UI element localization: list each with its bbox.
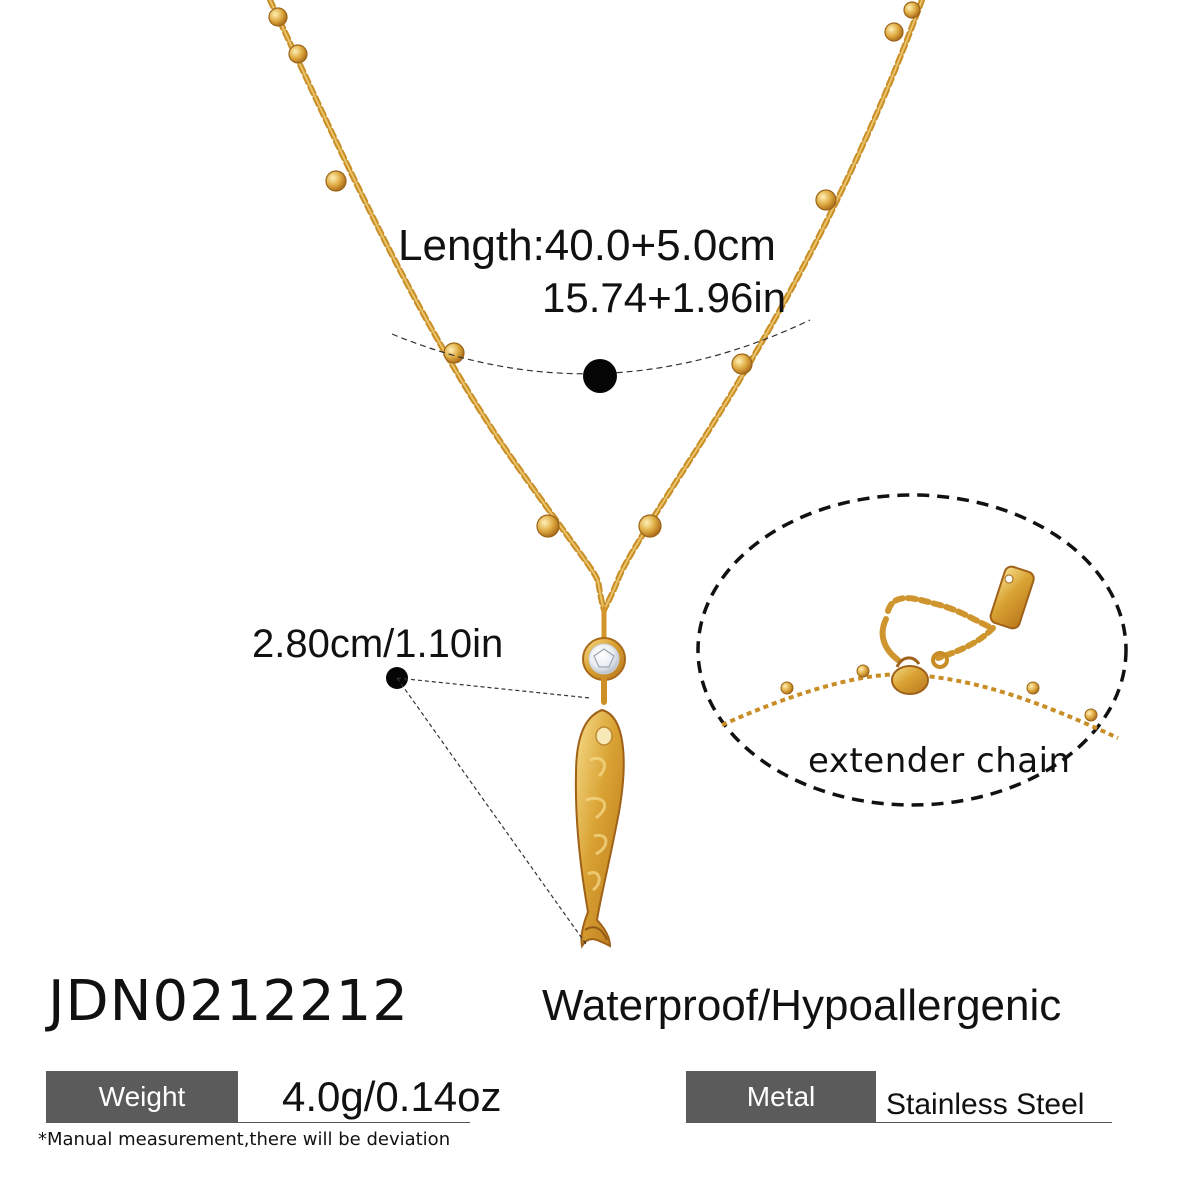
metal-value: Stainless Steel bbox=[886, 1088, 1085, 1121]
product-features: Waterproof/Hypoallergenic bbox=[542, 981, 1062, 1030]
length-measurement-inches: 15.74+1.96in bbox=[542, 274, 787, 321]
weight-underline bbox=[238, 1122, 470, 1123]
main-chain bbox=[267, 0, 925, 613]
extender-chain-detail bbox=[721, 565, 1119, 740]
measurement-disclaimer: *Manual measurement,there will be deviat… bbox=[38, 1129, 451, 1150]
length-measurement: Length:40.0+5.0cm bbox=[398, 221, 776, 270]
chain-beads bbox=[268, 1, 921, 538]
fish-pendant bbox=[574, 708, 625, 949]
extender-inset-outline bbox=[696, 493, 1128, 807]
pendant-measure-line-bottom bbox=[396, 677, 587, 945]
weight-label-box: Weight bbox=[46, 1071, 238, 1123]
product-sku: JDN0212212 bbox=[48, 969, 409, 1034]
length-measure-dot bbox=[583, 359, 617, 393]
weight-value: 4.0g/0.14oz bbox=[282, 1073, 502, 1120]
pendant-assembly bbox=[582, 606, 626, 705]
metal-label-box: Metal bbox=[686, 1071, 876, 1123]
metal-label: Metal bbox=[746, 1081, 816, 1112]
metal-underline bbox=[876, 1122, 1112, 1123]
extender-chain-label: extender chain bbox=[808, 741, 1071, 781]
weight-label: Weight bbox=[98, 1081, 186, 1112]
pendant-measure-line-top bbox=[396, 677, 591, 699]
pendant-size-measurement: 2.80cm/1.10in bbox=[252, 622, 504, 666]
